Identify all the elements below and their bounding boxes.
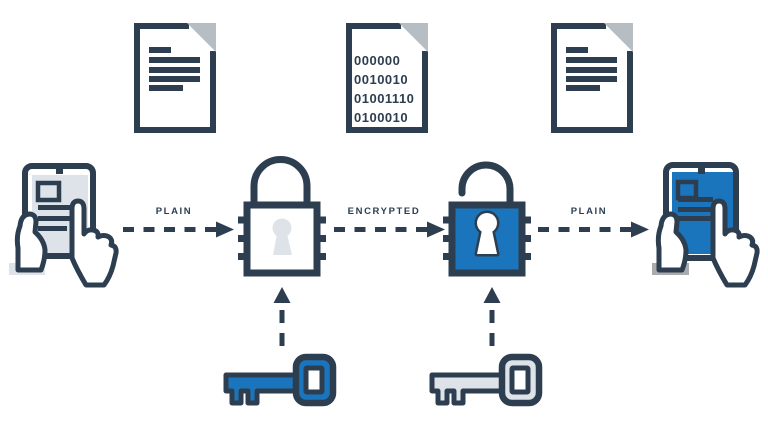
keyhole-icon: [474, 210, 500, 257]
plain-document-icon-left: [134, 23, 216, 133]
dashed-arrow-plain-1: [123, 221, 234, 238]
document-text-lines: [566, 47, 617, 91]
arrowhead-right-icon: [427, 221, 445, 238]
pointing-hand: [710, 198, 760, 288]
document-text-lines: [149, 47, 200, 91]
camera-dot-icon: [56, 169, 63, 174]
dashed-arrow-plain-2: [538, 221, 649, 238]
binary-line: 0010010: [354, 72, 409, 87]
holding-hand: [655, 211, 689, 273]
arrowhead-right-icon: [216, 221, 234, 238]
key-shaft: [429, 372, 505, 406]
open-shackle: [458, 161, 514, 211]
binary-line: 000000: [354, 53, 401, 68]
dashed-arrow-up-left: [273, 287, 291, 346]
plain-label-1: PLAIN: [155, 206, 193, 217]
arrowhead-up-icon: [273, 287, 291, 303]
shackle: [250, 156, 311, 209]
encryption-key-icon: [223, 353, 337, 407]
arrowhead-up-icon: [483, 287, 501, 303]
lock-ridges: [443, 216, 531, 260]
binary-line: 01001110: [354, 91, 415, 106]
encrypted-label: ENCRYPTED: [347, 206, 421, 217]
plain-label-2: PLAIN: [570, 206, 608, 217]
key-bow-hole: [303, 365, 325, 395]
binary-document-icon: [346, 23, 428, 133]
dashed-arrow-encrypted: [334, 221, 445, 238]
open-padlock-icon: [443, 161, 531, 277]
binary-code-text: 000000 0010010 01001110 0100010: [354, 51, 430, 127]
sender-tablet-icon: [9, 163, 119, 288]
key-shaft: [223, 372, 299, 406]
lock-ridges: [238, 216, 326, 260]
screen-content: [675, 179, 713, 221]
decryption-key-icon: [429, 353, 543, 407]
screen-content: [35, 180, 77, 231]
arrowhead-right-icon: [631, 221, 649, 238]
key-bow-hole: [509, 365, 531, 395]
folded-corner: [187, 23, 216, 52]
plain-document-icon-right: [551, 23, 633, 133]
folded-corner: [604, 23, 633, 52]
holding-hand: [14, 211, 48, 273]
keyhole-icon: [272, 218, 292, 255]
dashed-arrow-up-right: [483, 287, 501, 346]
folded-corner: [399, 23, 428, 52]
pointing-hand: [69, 198, 119, 288]
receiver-tablet-icon: [652, 162, 760, 288]
binary-line: 0100010: [354, 110, 409, 125]
camera-dot-icon: [698, 168, 705, 174]
closed-padlock-icon: [238, 156, 326, 277]
